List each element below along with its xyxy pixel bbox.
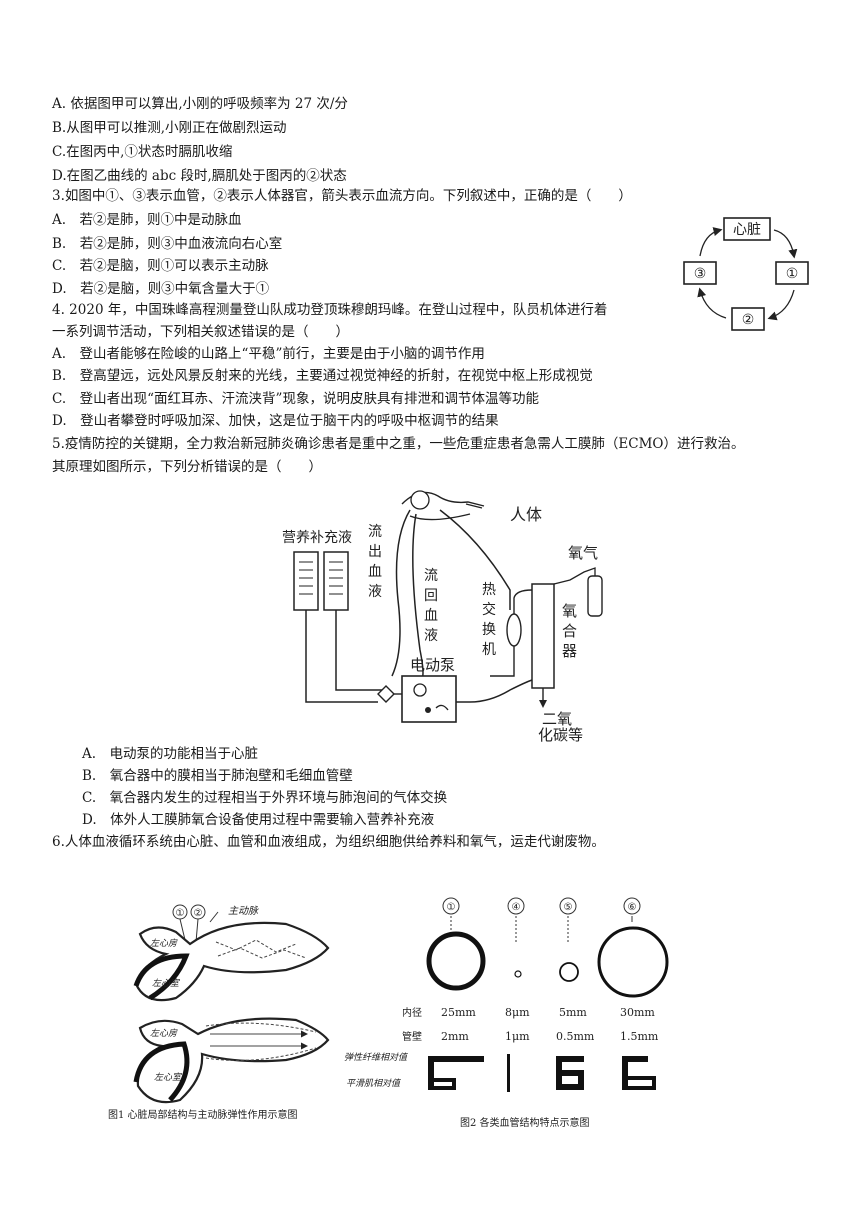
q4-option-b: B. 登高望远，远处风景反射来的光线，主要通过视觉神经的折射，在视觉中枢上形成视… <box>52 368 593 384</box>
ecmo-exchanger-3: 换 <box>482 621 496 638</box>
ecmo-oxygenator-2: 合 <box>562 622 577 640</box>
q3-circulation-diagram: 心脏 ① ② ③ <box>683 217 809 331</box>
q3-option-d: D. 若②是脑，则③中氧含量大于① <box>52 281 270 297</box>
q4-stem-line2: 一系列调节活动，下列相关叙述错误的是（ ） <box>52 324 349 340</box>
ecmo-oxygenator-3: 器 <box>562 642 577 660</box>
fig1-caption: 图1 心脏局部结构与主动脉弹性作用示意图 <box>108 1108 298 1121</box>
fig1-label-2: ② <box>194 908 203 919</box>
fig1-la-bottom: 左心房 <box>150 1028 178 1039</box>
ecmo-co2-line2: 化碳等 <box>538 726 583 742</box>
ecmo-outflow-2: 出 <box>368 544 382 560</box>
ecmo-backflow-2: 回 <box>424 588 438 604</box>
fig2-legend-elastic: 弹性纤维相对值 <box>344 1052 409 1063</box>
fig2-wall-4: 1.5mm <box>620 1030 659 1043</box>
q2-option-d: D.在图乙曲线的 abc 段时,膈肌处于图丙的②状态 <box>52 168 347 184</box>
q5-option-b: B. 氧合器中的膜相当于肺泡壁和毛细血管壁 <box>82 768 353 784</box>
q4-option-a: A. 登山者能够在险峻的山路上“平稳”前行，主要是由于小脑的调节作用 <box>52 346 485 362</box>
q2-option-c: C.在图丙中,①状态时膈肌收缩 <box>52 144 233 160</box>
q5-stem-line2: 其原理如图所示，下列分析错误的是（ ） <box>52 459 322 475</box>
q4-stem-line1: 4. 2020 年，中国珠峰高程测量登山队成功登顶珠穆朗玛峰。在登山过程中，队员… <box>52 302 608 318</box>
q2-option-b: B.从图甲可以推测,小刚正在做剧烈运动 <box>52 120 287 136</box>
q3-label-1: ① <box>786 266 799 282</box>
fig2-num-4: ⑥ <box>628 902 637 913</box>
ecmo-exchanger-1: 热 <box>482 582 496 598</box>
q6-figure-1: ① ② 主动脉 左心房 左心室 左心房 左心室 图1 心脏局部结构与主动脉弹性作… <box>108 904 330 1121</box>
q4-option-c: C. 登山者出现“面红耳赤、汗流浃背”现象，说明皮肤具有排泄和调节体温等功能 <box>52 391 539 407</box>
q5-option-d: D. 体外人工膜肺氧合设备使用过程中需要输入营养补充液 <box>82 812 435 828</box>
fig2-inner-2: 8μm <box>505 1006 530 1019</box>
ecmo-outflow-1: 流 <box>368 524 382 540</box>
fig1-aorta-label: 主动脉 <box>228 905 259 917</box>
ecmo-backflow-4: 液 <box>424 628 438 644</box>
ecmo-backflow-1: 流 <box>424 568 438 584</box>
ecmo-backflow-3: 血 <box>424 608 438 624</box>
q5-stem-line1: 5.疫情防控的关键期，全力救治新冠肺炎确诊患者是重中之重，一些危重症患者急需人工… <box>52 436 745 452</box>
fig1-lv-bottom: 左心室 <box>154 1072 183 1083</box>
q6-figure-2: ① ④ ⑤ ⑥ 内径 25mm 8μm 5mm 30mm 管壁 2mm 1μm … <box>344 897 669 1129</box>
q3-label-3: ③ <box>694 266 707 282</box>
q3-option-b: B. 若②是肺，则③中血液流向右心室 <box>52 236 283 252</box>
q3-stem: 3.如图中①、③表示血管，②表示人体器官，箭头表示血流方向。下列叙述中，正确的是… <box>52 188 632 204</box>
fig2-wall-3: 0.5mm <box>556 1030 595 1043</box>
fig2-num-3: ⑤ <box>564 902 573 913</box>
fig1-la-top: 左心房 <box>150 938 178 949</box>
q3-heart-label: 心脏 <box>733 222 761 238</box>
q5-option-a: A. 电动泵的功能相当于心脏 <box>82 746 259 762</box>
q3-label-2: ② <box>742 312 755 328</box>
fig2-inner-label: 内径 <box>402 1006 422 1019</box>
q5-option-c: C. 氧合器内发生的过程相当于外界环境与肺泡间的气体交换 <box>82 790 448 806</box>
fig2-num-2: ④ <box>512 902 521 913</box>
fig1-lv-top: 左心室 <box>152 978 181 989</box>
q3-option-c: C. 若②是脑，则①可以表示主动脉 <box>52 258 269 274</box>
ecmo-co2-line1: 二氧 <box>542 710 572 728</box>
q2-option-a: A. 依据图甲可以算出,小刚的呼吸频率为 27 次/分 <box>52 96 348 112</box>
fig2-wall-label: 管壁 <box>402 1030 422 1043</box>
fig2-inner-4: 30mm <box>620 1006 655 1019</box>
ecmo-pump-label: 电动泵 <box>410 656 455 674</box>
ecmo-outflow-4: 液 <box>368 584 382 600</box>
fig2-wall-1: 2mm <box>441 1030 469 1043</box>
fig2-legend-muscle: 平滑肌相对值 <box>346 1078 402 1089</box>
ecmo-exchanger-2: 交 <box>482 601 496 618</box>
ecmo-exchanger-4: 机 <box>482 642 496 658</box>
ecmo-oxygen-label: 氧气 <box>568 544 598 562</box>
q6-stem: 6.人体血液循环系统由心脏、血管和血液组成，为组织细胞供给养料和氧气，运走代谢废… <box>52 834 605 850</box>
ecmo-oxygenator-1: 氧 <box>562 602 577 620</box>
fig2-wall-2: 1μm <box>505 1030 530 1043</box>
q3-option-a: A. 若②是肺，则①中是动脉血 <box>52 212 242 228</box>
fig2-inner-1: 25mm <box>441 1006 476 1019</box>
q4-option-d: D. 登山者攀登时呼吸加深、加快，这是位于脑干内的呼吸中枢调节的结果 <box>52 413 499 429</box>
fig2-num-1: ① <box>447 902 456 913</box>
fig2-caption: 图2 各类血管结构特点示意图 <box>460 1116 590 1129</box>
q5-ecmo-diagram: 营养补充液 人体 流 出 血 液 流 回 血 液 热 交 换 机 氧 合 器 氧… <box>282 490 603 742</box>
fig1-label-1: ① <box>176 908 185 919</box>
ecmo-human-label: 人体 <box>510 505 542 524</box>
ecmo-nutrient-label: 营养补充液 <box>282 530 352 546</box>
ecmo-outflow-3: 血 <box>368 564 382 580</box>
fig2-inner-3: 5mm <box>559 1006 587 1019</box>
